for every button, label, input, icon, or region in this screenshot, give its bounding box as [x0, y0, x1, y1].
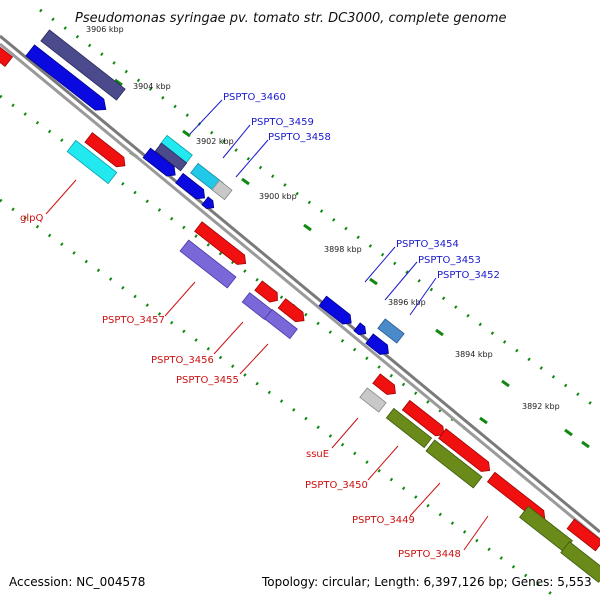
callout-line: [164, 281, 196, 317]
gene-label-pspto-3455[interactable]: PSPTO_3455: [176, 375, 239, 386]
gene-label-glpq[interactable]: glpQ: [20, 213, 43, 224]
gene-arrow[interactable]: [372, 373, 399, 398]
inner-tick-track-1: [0, 94, 471, 434]
callout-lines: [45, 99, 489, 551]
tick-label: 3900 kbp: [259, 192, 297, 201]
gene-label-pspto-3459[interactable]: PSPTO_3459: [251, 117, 314, 128]
backbone-line: [0, 42, 600, 542]
tick-label: 3904 kbp: [133, 82, 171, 91]
callout-line: [213, 321, 244, 355]
callout-line: [409, 482, 441, 517]
gene-arrow[interactable]: [84, 132, 129, 171]
major-tick: [564, 428, 573, 437]
gene-arrow[interactable]: [154, 142, 188, 172]
callout-line: [331, 417, 359, 449]
gene-label-pspto-3454[interactable]: PSPTO_3454: [396, 239, 459, 250]
summary-text: Topology: circular; Length: 6,397,126 bp…: [261, 575, 592, 589]
callout-line: [364, 246, 396, 283]
gene-label-pspto-3452[interactable]: PSPTO_3452: [437, 270, 500, 281]
gene-arrow[interactable]: [66, 139, 118, 185]
gene-arrow[interactable]: [211, 179, 233, 201]
gene-arrow[interactable]: [175, 172, 209, 202]
major-tick: [435, 328, 444, 337]
major-tick: [182, 129, 191, 138]
tick-label: 3892 kbp: [522, 402, 560, 411]
tick-label: 3906 kbp: [86, 25, 124, 34]
genome-backbone: [0, 34, 600, 542]
gene-label-pspto-3457[interactable]: PSPTO_3457: [102, 315, 165, 326]
gene-arrow[interactable]: [560, 541, 600, 583]
callout-line: [222, 124, 251, 159]
callout-line: [189, 99, 223, 135]
gene-label-pspto-3456[interactable]: PSPTO_3456: [151, 355, 214, 366]
gene-arrow[interactable]: [365, 333, 392, 358]
gene-arrow[interactable]: [353, 322, 369, 338]
callout-line: [45, 179, 77, 215]
tick-label: 3902 kbp: [196, 137, 234, 146]
tick-labels: 3906 kbp 3904 kbp 3902 kbp 3900 kbp 3898…: [86, 25, 560, 411]
gene-label-pspto-3460[interactable]: PSPTO_3460: [223, 92, 286, 103]
backbone-line: [0, 34, 600, 534]
major-tick: [114, 78, 123, 87]
accession-text: Accession: NC_004578: [9, 575, 145, 589]
outer-tick-track: [39, 8, 600, 412]
gene-arrow[interactable]: [377, 318, 405, 344]
callout-line: [384, 261, 418, 301]
map-title: Pseudomonas syringae pv. tomato str. DC3…: [75, 11, 507, 26]
gene-arrow[interactable]: [438, 428, 494, 475]
gene-labels: PSPTO_3460 PSPTO_3459 PSPTO_3458 glpQ PS…: [20, 92, 500, 560]
major-tick: [479, 416, 488, 425]
gene-arrow[interactable]: [142, 147, 179, 180]
gene-arrow[interactable]: [264, 308, 298, 340]
gene-arrow[interactable]: [359, 387, 387, 413]
major-tick: [369, 277, 378, 286]
gene-arrow[interactable]: [25, 44, 110, 115]
gene-arrow[interactable]: [179, 239, 237, 289]
gene-label-pspto-3450[interactable]: PSPTO_3450: [305, 480, 368, 491]
gene-arrow[interactable]: [401, 399, 447, 439]
major-tick: [581, 440, 590, 449]
tick-label: 3898 kbp: [324, 245, 362, 254]
gene-arrow[interactable]: [0, 40, 13, 67]
gene-arrow[interactable]: [566, 518, 600, 552]
callout-line: [239, 343, 269, 375]
callout-line: [235, 139, 269, 178]
major-ticks: [114, 78, 590, 449]
major-tick: [501, 379, 510, 388]
gene-label-pspto-3453[interactable]: PSPTO_3453: [418, 255, 481, 266]
tick-label: 3894 kbp: [455, 350, 493, 359]
gene-label-pspto-3448[interactable]: PSPTO_3448: [398, 549, 461, 560]
gene-arrow[interactable]: [40, 29, 126, 101]
callout-line: [409, 277, 437, 316]
tick-label: 3896 kbp: [388, 298, 426, 307]
gene-label-pspto-3458[interactable]: PSPTO_3458: [268, 132, 331, 143]
gene-label-ssue[interactable]: ssuE: [306, 449, 329, 460]
gene-arrow[interactable]: [277, 298, 307, 326]
callout-line: [367, 445, 399, 481]
tick-tracks: [0, 8, 600, 600]
gene-arrow[interactable]: [318, 295, 355, 328]
gene-arrow[interactable]: [194, 221, 250, 268]
major-tick: [303, 223, 312, 232]
gene-arrow[interactable]: [201, 196, 217, 212]
gene-label-pspto-3449[interactable]: PSPTO_3449: [352, 515, 415, 526]
major-tick: [241, 177, 250, 186]
callout-line: [463, 515, 489, 551]
gene-features: [0, 29, 600, 583]
gene-arrow[interactable]: [385, 407, 433, 449]
gene-arrow[interactable]: [254, 280, 281, 305]
gene-arrow[interactable]: [519, 505, 573, 553]
gene-arrow[interactable]: [425, 439, 483, 489]
